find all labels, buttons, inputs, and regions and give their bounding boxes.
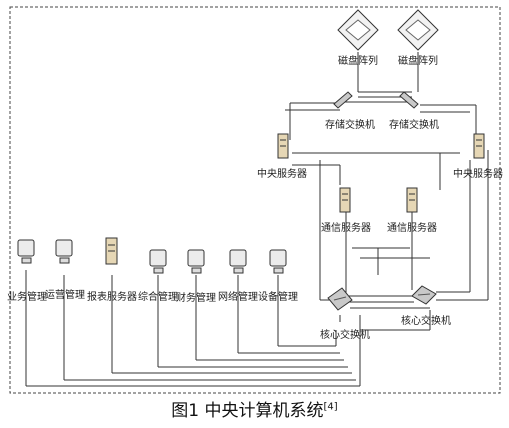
central-server-right-label: 中央服务器 <box>453 167 503 180</box>
terminal-icon-4 <box>149 249 167 274</box>
terminal-label-1: 业务管理 <box>7 290 47 303</box>
terminal-label-7: 设备管理 <box>258 290 298 303</box>
terminal-icon-7 <box>269 249 287 274</box>
core-switch-2-icon <box>411 285 437 305</box>
disk-array-1-icon <box>337 9 379 51</box>
central-server-left-label: 中央服务器 <box>257 167 307 180</box>
terminal-icon-1 <box>17 239 35 264</box>
core-switch-1-icon <box>327 287 353 311</box>
caption-reference: [4] <box>323 401 338 413</box>
storage-switch-2-icon <box>399 91 419 109</box>
terminal-label-2: 运营管理 <box>45 288 85 301</box>
disk-array-2-icon <box>397 9 439 51</box>
core-switch-1-label: 核心交换机 <box>320 328 370 341</box>
comm-server-2-icon <box>406 187 418 213</box>
comm-server-1-label: 通信服务器 <box>321 221 371 234</box>
storage-switch-1-icon <box>333 91 353 109</box>
terminal-icon-2 <box>55 239 73 264</box>
connection-lines <box>25 52 489 387</box>
comm-server-2-label: 通信服务器 <box>387 221 437 234</box>
terminal-label-4: 综合管理 <box>138 290 178 303</box>
caption-text: 图1 中央计算机系统 <box>171 401 324 421</box>
terminal-label-3: 报表服务器 <box>87 290 137 303</box>
central-server-left-icon <box>277 133 289 159</box>
disk-array-2-label: 磁盘阵列 <box>398 54 438 67</box>
storage-switch-2-label: 存储交换机 <box>389 118 439 131</box>
core-switch-2-label: 核心交换机 <box>401 314 451 327</box>
terminal-icon-5 <box>187 249 205 274</box>
comm-server-1-icon <box>339 187 351 213</box>
figure-caption: 图1 中央计算机系统[4] <box>0 396 509 421</box>
terminal-label-6: 网络管理 <box>218 290 258 303</box>
storage-switch-1-label: 存储交换机 <box>325 118 375 131</box>
terminal-label-5: 财务管理 <box>176 291 216 304</box>
disk-array-1-label: 磁盘阵列 <box>338 54 378 67</box>
diagram-frame <box>9 6 501 394</box>
terminal-icon-6 <box>229 249 247 274</box>
central-server-right-icon <box>473 133 485 159</box>
terminal-icon-3 <box>105 237 118 265</box>
